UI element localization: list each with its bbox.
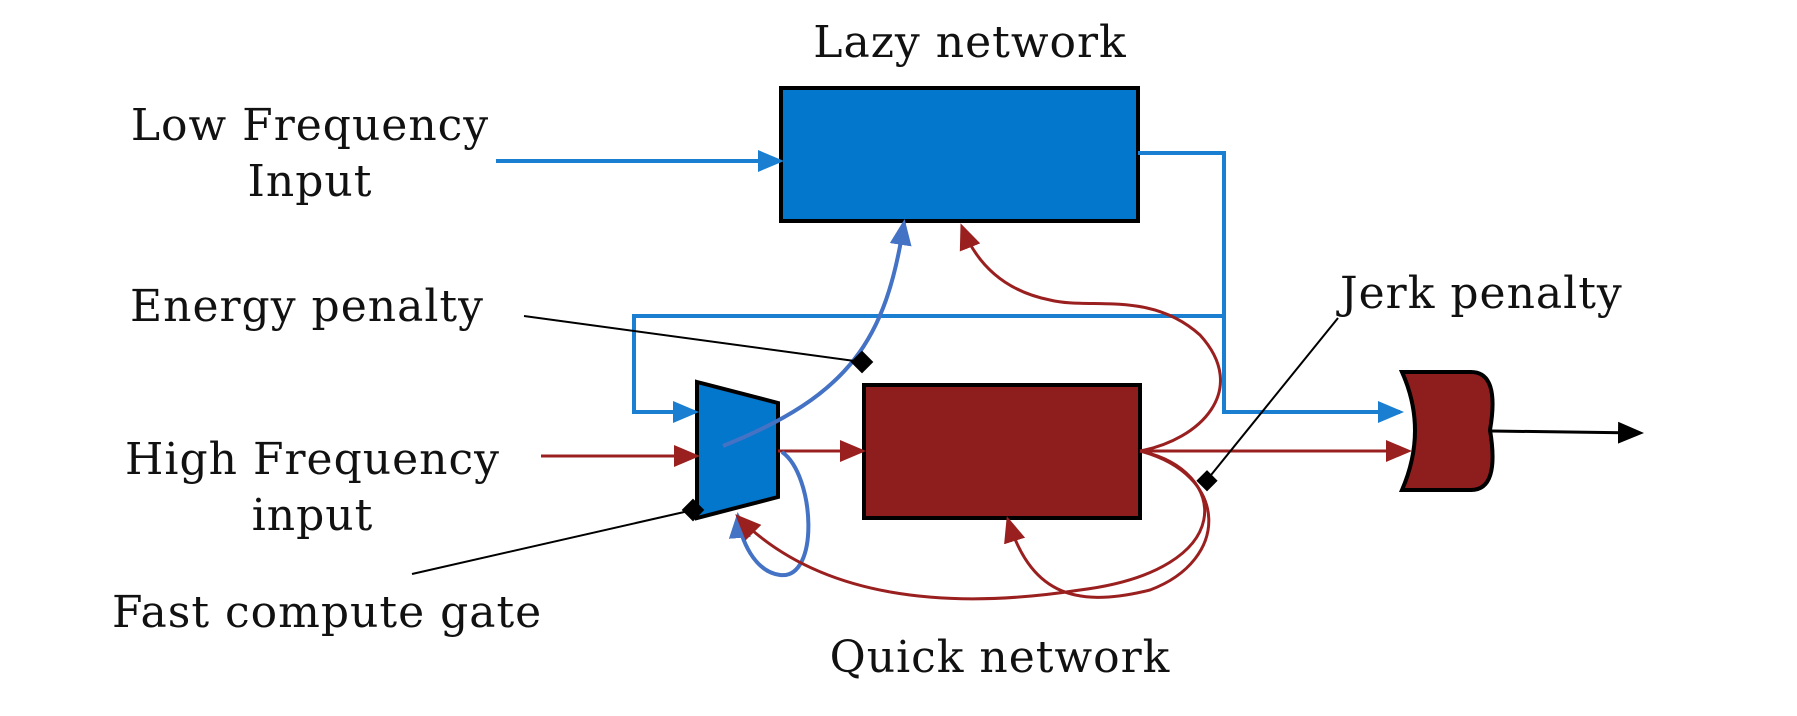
low-frequency-input-label: Low Frequency Input [110,98,510,210]
low-frequency-line2: Input [247,156,373,207]
jerk-penalty-leader [1206,317,1339,481]
jerk-penalty-label: Jerk penalty [1340,268,1623,319]
quick-network-label: Quick network [829,632,1171,683]
fast-compute-gate-leader [411,509,694,575]
output-arrow [1491,421,1644,444]
gate-self-loop [728,450,811,578]
fast-compute-gate-label: Fast compute gate [112,587,543,638]
fast-compute-gate [695,379,780,521]
high-frequency-input-label: High Frequency input [110,432,515,544]
quick-to-lazy-curve [959,223,1222,453]
energy-penalty-leader [523,315,863,363]
lazy-network-box [779,86,1140,223]
low-frequency-line1: Low Frequency [130,100,490,151]
lazy-output-path [1138,151,1404,423]
energy-penalty-marker [850,350,874,374]
energy-penalty-label: Energy penalty [130,281,484,332]
high-frequency-line2: input [251,490,374,541]
quick-network-box [862,383,1142,520]
high-frequency-line1: High Frequency [125,434,500,485]
fast-compute-gate-marker [681,498,705,522]
output-gate [1398,370,1495,492]
lazy-feedback-path [632,314,1224,423]
quick-self-curve [1004,449,1211,599]
lazy-network-label: Lazy network [813,17,1127,68]
